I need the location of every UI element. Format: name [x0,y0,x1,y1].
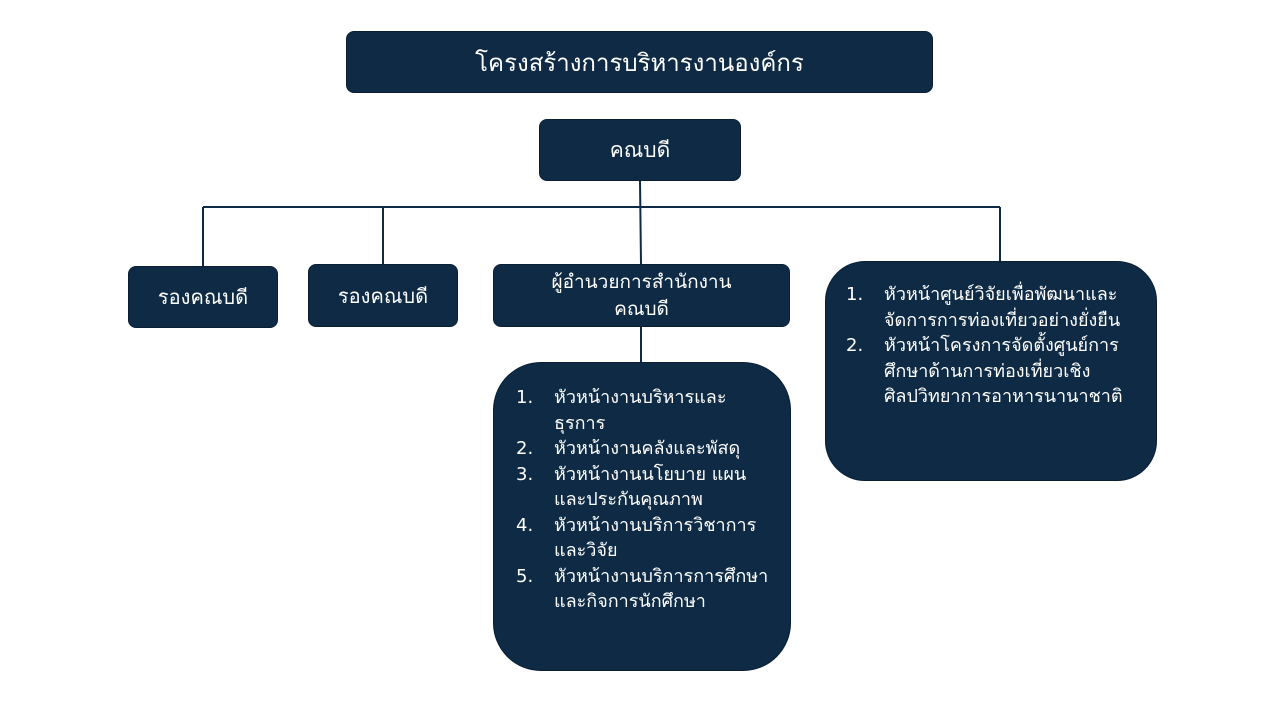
list-item: 2. หัวหน้างานคลังและพัสดุ [516,436,772,462]
dean-label: คณบดี [609,137,671,162]
list-item: 1. หัวหน้างานบริหารและธุรการ [516,385,772,436]
list-text: หัวหน้าศูนย์วิจัยเพื่อพัฒนาและจัดการการท… [884,284,1121,331]
vice-dean-label-2: รองคณบดี [337,283,429,308]
vice-dean-box-1: รองคณบดี [128,266,278,328]
list-text: หัวหน้าโครงการจัดตั้งศูนย์การศึกษาด้านกา… [884,335,1123,407]
list-item: 1. หัวหน้าศูนย์วิจัยเพื่อพัฒนาและจัดการกา… [846,282,1136,333]
list-item: 3. หัวหน้างานนโยบาย แผนและประกันคุณภาพ [516,462,772,513]
list-text: หัวหน้างานบริการการศึกษาและกิจการนักศึกษ… [554,565,769,613]
office-director-line2: คณบดี [614,297,669,320]
office-director-line1: ผู้อำนวยการสำนักงาน [551,270,732,293]
vice-dean-box-2: รองคณบดี [308,264,458,327]
center-heads-box: 1. หัวหน้าศูนย์วิจัยเพื่อพัฒนาและจัดการกา… [825,261,1157,481]
list-item: 5. หัวหน้างานบริการการศึกษาและกิจการนักศึ… [516,564,772,615]
vice-dean-label-1: รองคณบดี [157,285,249,309]
list-number: 4. [516,514,534,536]
list-number: 2. [516,438,534,459]
list-text: หัวหน้างานคลังและพัสดุ [554,438,741,459]
chart-title-box: โครงสร้างการบริหารงานองค์กร [346,31,933,93]
chart-title: โครงสร้างการบริหารงานองค์กร [475,48,804,77]
list-item: 4. หัวหน้างานบริการวิชาการและวิจัย [516,513,772,564]
list-number: 5. [516,565,534,587]
list-text: หัวหน้างานบริหารและธุรการ [554,387,727,434]
office-heads-list: 1. หัวหน้างานบริหารและธุรการ 2. หัวหน้างาน… [516,385,772,615]
center-heads-list: 1. หัวหน้าศูนย์วิจัยเพื่อพัฒนาและจัดการกา… [846,282,1136,410]
list-text: หัวหน้างานนโยบาย แผนและประกันคุณภาพ [554,463,747,511]
list-number: 2. [846,335,864,356]
dean-box: คณบดี [539,119,741,181]
list-number: 1. [516,387,534,408]
connector-dean-down [639,180,642,265]
list-item: 2. หัวหน้าโครงการจัดตั้งศูนย์การศึกษาด้าน… [846,333,1136,410]
list-number: 1. [846,284,864,305]
office-heads-box: 1. หัวหน้างานบริหารและธุรการ 2. หัวหน้างาน… [493,362,791,671]
list-number: 3. [516,463,534,485]
list-text: หัวหน้างานบริการวิชาการและวิจัย [554,514,757,562]
office-director-box: ผู้อำนวยการสำนักงาน คณบดี [493,264,790,327]
